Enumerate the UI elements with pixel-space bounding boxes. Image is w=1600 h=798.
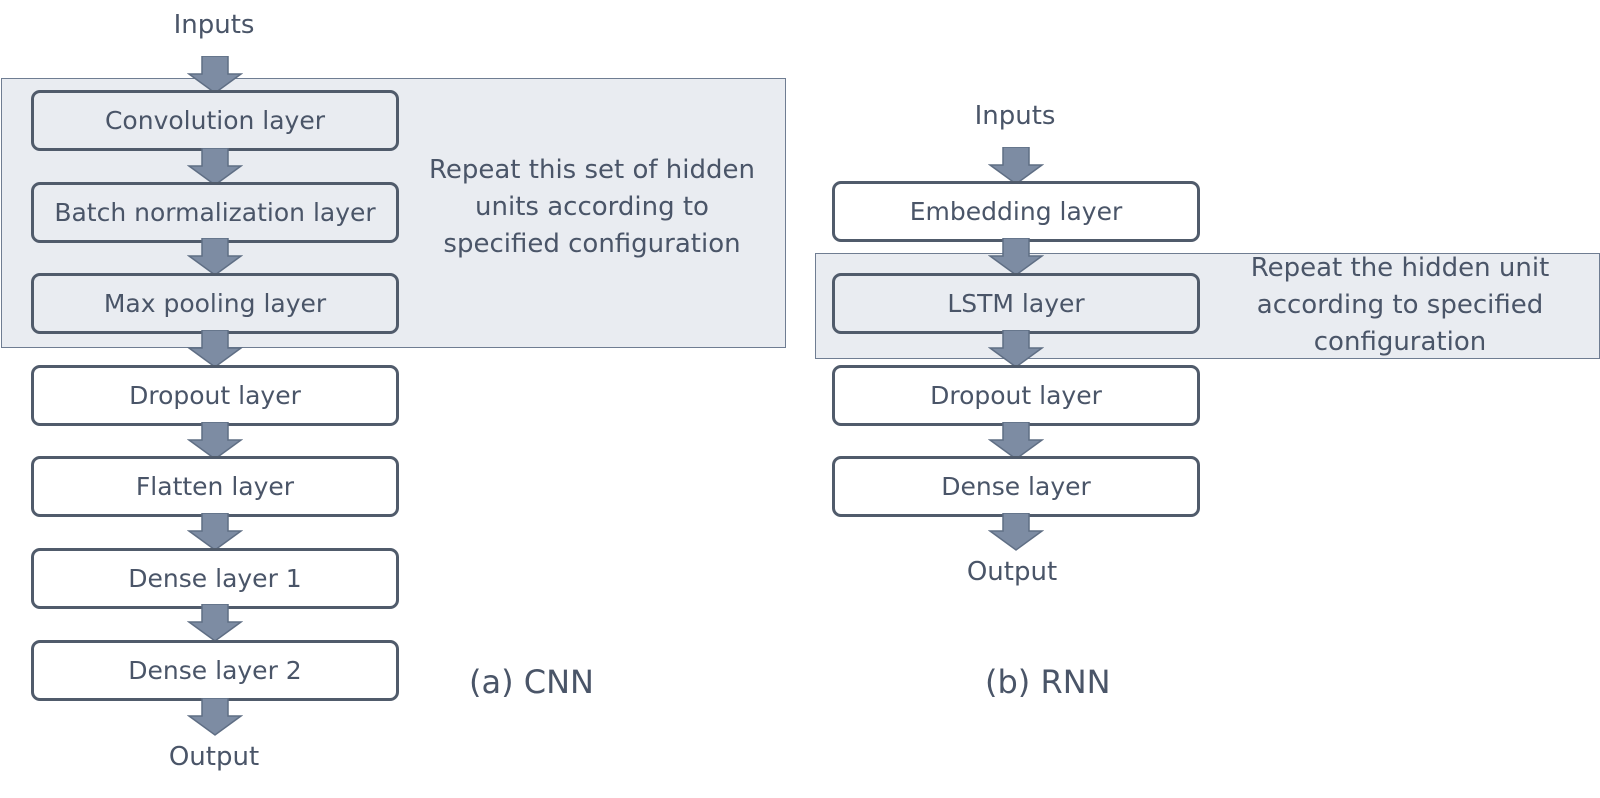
- cnn-arrow-icon: [187, 148, 243, 186]
- cnn-repeat-note: Repeat this set of hidden units accordin…: [428, 155, 755, 259]
- cnn-output-label: Output: [168, 742, 260, 772]
- rnn-arrow-icon: [988, 238, 1044, 276]
- rnn-inputs-label: Inputs: [974, 101, 1056, 131]
- rnn-arrow-icon: [988, 147, 1044, 185]
- rnn-lstm-layer: LSTM layer: [832, 273, 1200, 334]
- cnn-dropout-layer: Dropout layer: [31, 365, 399, 426]
- cnn-convolution-layer: Convolution layer: [31, 90, 399, 151]
- rnn-arrow-icon: [988, 513, 1044, 551]
- rnn-output-label: Output: [966, 557, 1058, 587]
- rnn-arrow-icon: [988, 330, 1044, 368]
- cnn-arrow-icon: [187, 330, 243, 368]
- cnn-dense-layer-2: Dense layer 2: [31, 640, 399, 701]
- rnn-arrow-icon: [988, 422, 1044, 460]
- rnn-dropout-layer: Dropout layer: [832, 365, 1200, 426]
- cnn-inputs-label: Inputs: [173, 10, 255, 40]
- cnn-flatten-layer: Flatten layer: [31, 456, 399, 517]
- cnn-batch-normalization-layer: Batch normalization layer: [31, 182, 399, 243]
- rnn-repeat-note: Repeat the hidden unit according to spec…: [1250, 253, 1550, 357]
- cnn-arrow-icon: [187, 698, 243, 736]
- cnn-arrow-icon: [187, 56, 243, 94]
- cnn-max-pooling-layer: Max pooling layer: [31, 273, 399, 334]
- cnn-dense-layer-1: Dense layer 1: [31, 548, 399, 609]
- cnn-caption: (a) CNN: [469, 663, 594, 701]
- rnn-caption: (b) RNN: [985, 663, 1111, 701]
- cnn-arrow-icon: [187, 238, 243, 276]
- cnn-arrow-icon: [187, 513, 243, 551]
- rnn-embedding-layer: Embedding layer: [832, 181, 1200, 242]
- rnn-dense-layer: Dense layer: [832, 456, 1200, 517]
- cnn-arrow-icon: [187, 422, 243, 460]
- cnn-arrow-icon: [187, 604, 243, 642]
